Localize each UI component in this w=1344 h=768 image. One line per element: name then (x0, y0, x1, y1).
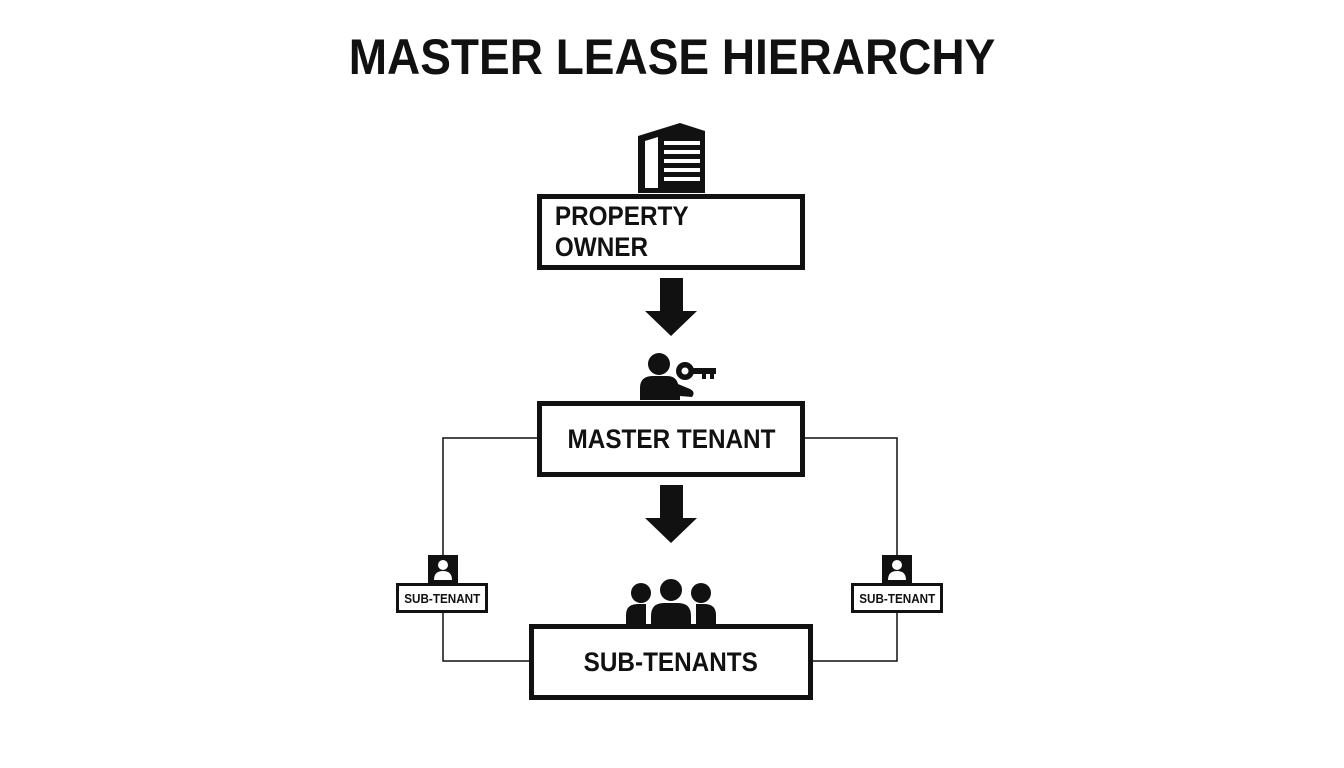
master-tenant-box: MASTER TENANT (537, 401, 805, 477)
property-owner-label: PROPERTY OWNER (554, 201, 689, 262)
sub-tenants-box: SUB-TENANTS (529, 624, 813, 700)
right-connector-line (805, 437, 898, 662)
sub-tenant-left-box: SUB-TENANT (396, 583, 488, 613)
arrow-down-master-to-subs (645, 485, 697, 543)
master-tenant-label: MASTER TENANT (567, 423, 775, 454)
sub-tenant-left-label: SUB-TENANT (403, 590, 481, 606)
sub-tenants-label: SUB-TENANTS (583, 646, 759, 677)
property-owner-box: PROPERTY OWNER (537, 194, 805, 270)
sub-tenant-right-box: SUB-TENANT (851, 583, 943, 613)
diagram-title: MASTER LEASE HIERARCHY (348, 29, 996, 85)
arrow-down-owner-to-master (645, 278, 697, 336)
sub-tenant-right-label: SUB-TENANT (858, 590, 936, 606)
left-connector-line (442, 437, 537, 662)
